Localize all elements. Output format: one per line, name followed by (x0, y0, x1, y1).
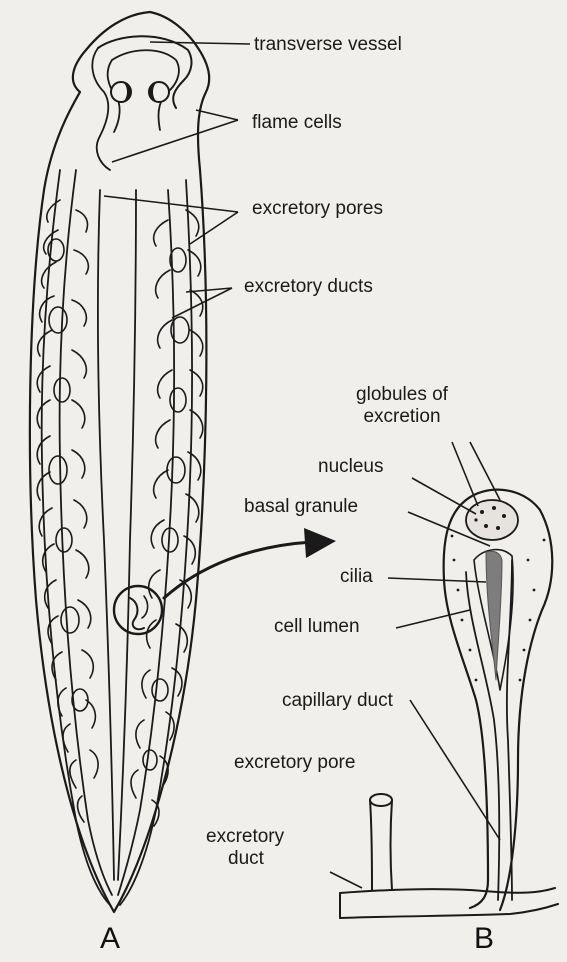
excretory-pore-tube-right (391, 800, 393, 890)
label-cell-lumen: cell lumen (274, 616, 360, 638)
label-cilia: cilia (340, 566, 373, 588)
panel-label-a: A (100, 922, 120, 956)
label-excretory-pores: excretory pores (252, 198, 383, 220)
excretory-duct-tube-bottom (340, 904, 558, 918)
right-network-loops (143, 248, 189, 770)
label-basal-granule: basal granule (244, 496, 358, 518)
label-globules-line2: excretion (346, 406, 458, 428)
label-excretory-duct: excretory duct (206, 826, 284, 870)
central-region-right (118, 190, 136, 880)
head-loop-left (92, 48, 110, 170)
label-globules-line1: globules of (346, 384, 458, 406)
cilia-flame (486, 551, 502, 680)
label-excretory-pore: excretory pore (234, 752, 355, 774)
excretory-pore-opening (370, 794, 392, 806)
label-excretory-duct-line1: excretory (206, 826, 284, 848)
magnification-arrowhead (304, 528, 336, 558)
label-flame-cells: flame cells (252, 112, 342, 134)
eyespots (111, 82, 169, 102)
central-region-left (98, 190, 114, 880)
excretory-pore-tube-left (370, 800, 372, 890)
label-nucleus: nucleus (318, 456, 384, 478)
label-excretory-duct-line2: duct (206, 848, 284, 870)
left-canal-outer (42, 170, 110, 905)
label-excretory-ducts: excretory ducts (244, 276, 373, 298)
magnified-region-circle (114, 586, 162, 634)
right-canal-inner (118, 190, 174, 895)
label-capillary-duct: capillary duct (282, 690, 393, 712)
planarian-body-figure (30, 12, 336, 912)
label-globules-of-excretion: globules of excretion (346, 384, 458, 428)
nucleus (466, 500, 518, 540)
label-transverse-vessel: transverse vessel (254, 34, 402, 56)
panel-label-b: B (474, 922, 494, 956)
